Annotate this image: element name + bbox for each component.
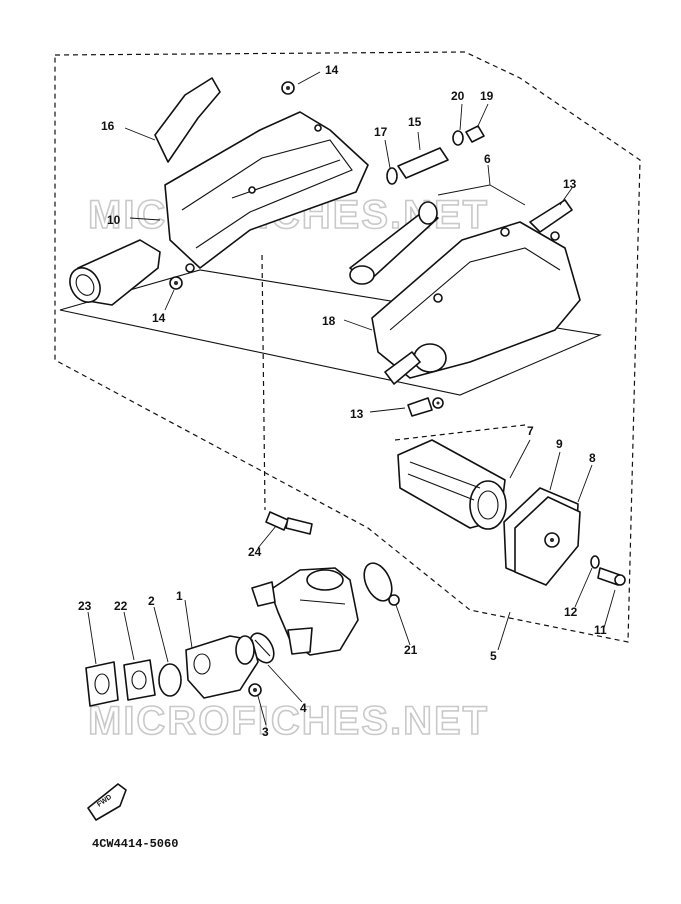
callout-21: 21 (404, 643, 418, 657)
intake-duct-boot (69, 239, 161, 306)
part-3-nut (248, 683, 262, 697)
watermark-bottom: MICROFICHES.NET (88, 699, 489, 743)
callout-12: 12 (564, 605, 578, 619)
callout-20: 20 (451, 89, 465, 103)
callout-24: 24 (248, 545, 262, 559)
part-18-hose (384, 351, 421, 385)
callout-14-top: 14 (325, 63, 339, 77)
callout-18: 18 (322, 314, 336, 328)
callout-13-top: 13 (563, 177, 577, 191)
part-22-gasket (123, 659, 156, 701)
fwd-arrow-icon: FWD (87, 783, 127, 821)
callout-16: 16 (101, 119, 115, 133)
callout-10: 10 (107, 213, 121, 227)
callout-14-bottom: 14 (152, 311, 166, 325)
part-12-washer (590, 555, 600, 569)
leader-lines (87, 71, 616, 726)
part-21-clamp (363, 562, 400, 606)
callout-15: 15 (408, 115, 422, 129)
callout-22: 22 (114, 599, 128, 613)
part-19-fitting (465, 125, 485, 143)
carburetor (251, 567, 359, 656)
callout-23: 23 (78, 599, 92, 613)
callout-8: 8 (589, 451, 596, 465)
part-24-screw (265, 511, 313, 535)
diagram-code: 4CW4414-5060 (92, 837, 178, 851)
guide-line-filter (394, 424, 526, 441)
part-7-element (397, 439, 507, 530)
guide-line-vertical (261, 254, 266, 511)
part-23-gasket (85, 661, 119, 707)
part-13-screw-top (529, 199, 573, 241)
part-11-screw (597, 567, 626, 586)
part-8-cap (514, 496, 581, 586)
callout-11: 11 (594, 623, 607, 637)
callout-3: 3 (262, 725, 269, 739)
part-17-clamp (386, 167, 398, 185)
part-15-pipe (397, 147, 449, 179)
part-1-manifold (185, 635, 259, 699)
part-16-gasket (154, 77, 221, 163)
callout-13-bottom: 13 (350, 407, 364, 421)
callout-2: 2 (148, 594, 155, 608)
callout-1: 1 (176, 589, 183, 603)
part-2-o-ring (158, 663, 182, 697)
callout-5: 5 (490, 649, 497, 663)
callout-4: 4 (300, 701, 307, 715)
callout-9: 9 (556, 437, 563, 451)
case-plane (59, 269, 602, 396)
part-6-air-cleaner-case (349, 201, 581, 379)
part-13-screw-bottom (407, 397, 444, 417)
assembly-boundary (54, 51, 641, 643)
part-20-clip (452, 130, 464, 146)
callout-6: 6 (484, 152, 491, 166)
callout-7: 7 (527, 424, 534, 438)
callout-17: 17 (374, 125, 388, 139)
part-10-case-cover (164, 111, 369, 273)
part-14-screw-bottom (169, 276, 183, 290)
callout-19: 19 (480, 89, 494, 103)
part-14-screw-top (281, 81, 295, 95)
